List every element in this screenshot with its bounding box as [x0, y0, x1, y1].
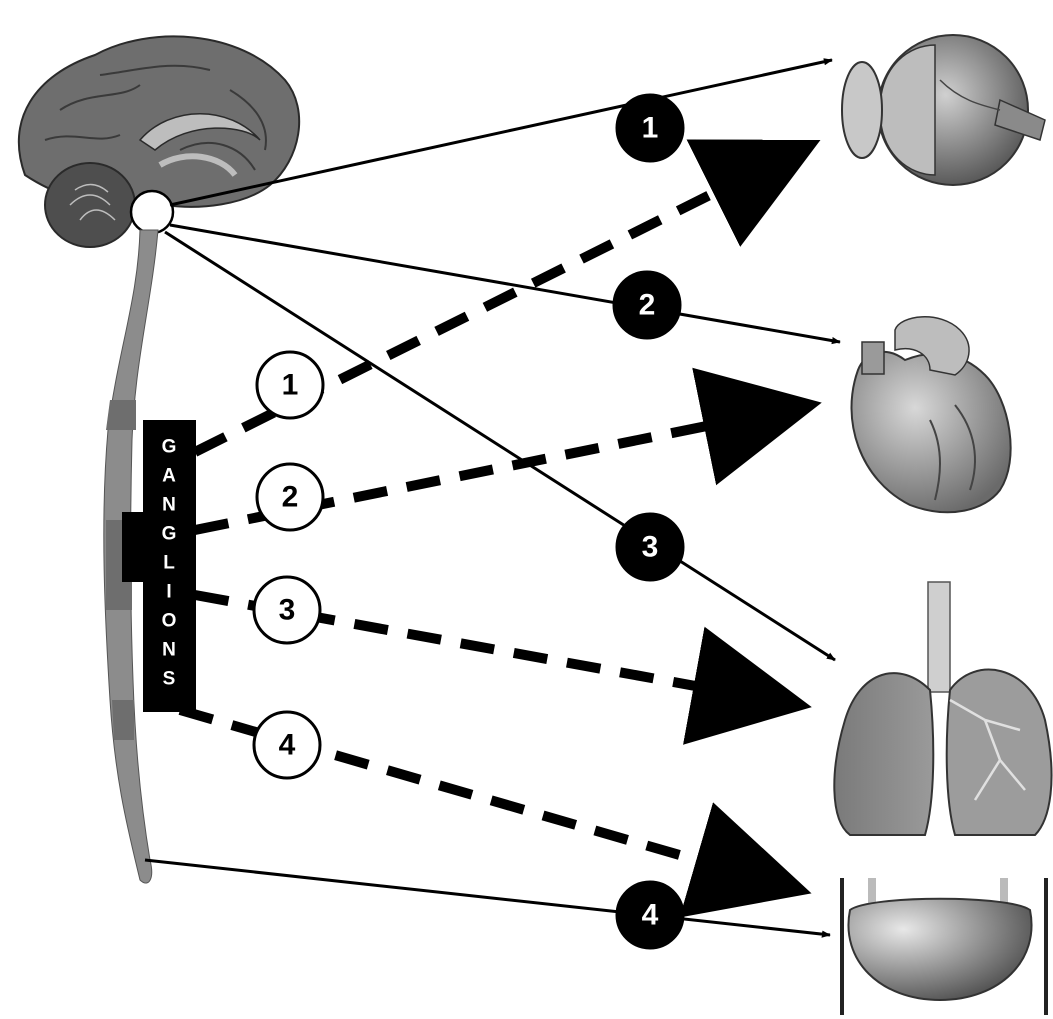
solid-line-heart: [170, 225, 840, 342]
heart-illustration: [851, 317, 1010, 512]
ganglia-letter: G: [162, 437, 177, 458]
solid-label-1: 1: [617, 95, 683, 161]
solid-label-4-text: 4: [642, 899, 659, 932]
solid-label-2-text: 2: [639, 289, 656, 322]
dashed-label-4-text: 4: [279, 729, 296, 762]
ganglia-letter: N: [162, 640, 176, 661]
dashed-label-3-text: 3: [279, 594, 296, 627]
lungs-illustration: [834, 582, 1051, 835]
ganglia-letter: O: [162, 611, 177, 632]
solid-label-2: 2: [614, 272, 680, 338]
dashed-label-4: 4: [254, 712, 320, 778]
dashed-label-2-text: 2: [282, 481, 299, 514]
dashed-label-1: 1: [257, 352, 323, 418]
brainstem-origin-circle: [131, 191, 173, 233]
solid-label-1-text: 1: [642, 112, 659, 145]
ganglia-letter: G: [162, 524, 177, 545]
solid-label-3-text: 3: [642, 531, 659, 564]
ganglia-letter: S: [163, 669, 176, 690]
ganglia-letter: L: [163, 553, 175, 574]
brain-illustration: [19, 36, 299, 247]
ganglia-letter: I: [166, 582, 171, 603]
eye-illustration: [842, 35, 1053, 185]
cerebellum: [45, 163, 135, 247]
dashed-label-2: 2: [257, 464, 323, 530]
solid-label-4: 4: [617, 882, 683, 948]
bladder-illustration: [842, 878, 1046, 1015]
dashed-label-3: 3: [254, 577, 320, 643]
dashed-label-1-text: 1: [282, 369, 299, 402]
solid-label-3: 3: [617, 514, 683, 580]
ganglia-letter: N: [162, 495, 176, 516]
ganglia-letter: A: [162, 466, 176, 487]
